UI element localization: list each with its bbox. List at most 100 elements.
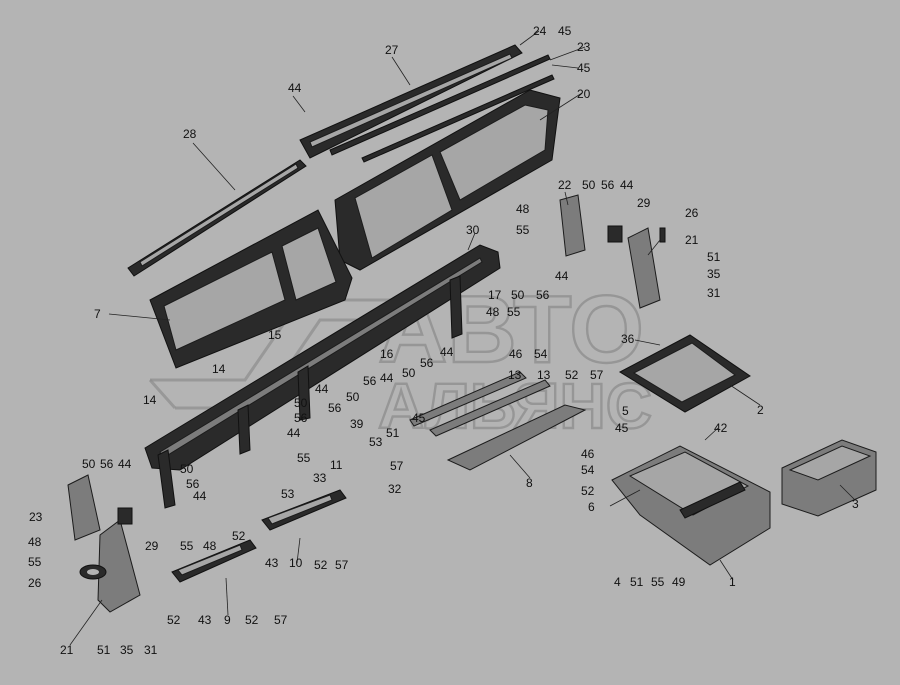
- callout-48: 50: [180, 462, 194, 476]
- callout-50: 51: [386, 426, 400, 440]
- part-27-clip-right: [659, 227, 666, 243]
- callout-39: 39: [350, 417, 364, 431]
- callout-46: 48: [28, 535, 42, 549]
- part-12-strip: [409, 371, 527, 427]
- part-30-block-right: [607, 225, 623, 243]
- part-13-strip: [429, 379, 551, 437]
- callout-51: 52: [245, 613, 259, 627]
- callout-56: 56: [186, 477, 200, 491]
- callout-6: 6: [588, 500, 595, 514]
- callout-31: 30: [466, 223, 480, 237]
- callout-45: 46: [509, 347, 523, 361]
- callout-5: 5: [622, 404, 629, 418]
- callout-49: 51: [97, 643, 111, 657]
- callout-55: 55: [516, 223, 530, 237]
- callout-42: 43: [265, 556, 279, 570]
- part-1-box: [611, 445, 771, 566]
- callout-40: 44: [315, 382, 329, 396]
- callout-33: 32: [388, 482, 402, 496]
- callout-7: 7: [94, 307, 101, 321]
- callout-46: 48: [486, 305, 500, 319]
- callout-54: 54: [581, 463, 595, 477]
- part-9-module: [171, 539, 257, 583]
- part-7-dash-frame: [149, 209, 353, 369]
- callout-8: 8: [526, 476, 533, 490]
- callout-14: 14: [212, 362, 226, 376]
- callout-56: 56: [420, 356, 434, 370]
- part-27-ring-hole: [87, 569, 99, 575]
- callout-57: 57: [274, 613, 288, 627]
- part-8-plate: [446, 404, 587, 471]
- callout-24: 23: [29, 510, 43, 524]
- callout-28: 27: [385, 43, 399, 57]
- callout-51: 52: [581, 484, 595, 498]
- callout-15: 15: [268, 328, 282, 342]
- callout-20: 20: [577, 87, 591, 101]
- callout-48: 50: [294, 396, 308, 410]
- callout-40: 44: [288, 81, 302, 95]
- callout-48: 50: [82, 457, 96, 471]
- callout-55: 55: [28, 555, 42, 569]
- part-2-tray: [618, 334, 751, 413]
- callout-40: 44: [620, 178, 634, 192]
- callout-25: 23: [577, 40, 591, 54]
- callout-56: 56: [363, 374, 377, 388]
- part-support-leg: [237, 404, 251, 455]
- part-22-bracket: [97, 519, 141, 613]
- callout-16: 16: [380, 347, 394, 361]
- callout-45: 46: [581, 447, 595, 461]
- callout-51: 52: [314, 558, 328, 572]
- callout-54: 54: [534, 347, 548, 361]
- callout-40: 44: [118, 457, 132, 471]
- callout-57: 57: [390, 459, 404, 473]
- callout-49: 51: [630, 575, 644, 589]
- callout-56: 56: [601, 178, 615, 192]
- callout-9: 9: [224, 613, 231, 627]
- callout-56: 56: [294, 411, 308, 425]
- part-23-bracket: [559, 194, 586, 257]
- part-29-trim-strip: [127, 159, 307, 277]
- callout-27: 26: [685, 206, 699, 220]
- callout-22: 21: [60, 643, 74, 657]
- callout-48: 50: [402, 366, 416, 380]
- callout-36: 35: [707, 267, 721, 281]
- callout-14: 14: [143, 393, 157, 407]
- callout-44: 45: [412, 411, 426, 425]
- callout-40: 44: [287, 426, 301, 440]
- part-30-block-left: [117, 507, 133, 525]
- callout-23: 22: [558, 178, 572, 192]
- part-3-box: [781, 439, 877, 517]
- callout-52: 53: [281, 487, 295, 501]
- part-21-bracket: [627, 227, 661, 309]
- callout-55: 55: [651, 575, 665, 589]
- callout-56: 56: [536, 288, 550, 302]
- callout-4: 4: [614, 575, 621, 589]
- callout-3: 3: [852, 497, 859, 511]
- callout-13: 13: [537, 368, 551, 382]
- part-10-module: [261, 489, 347, 531]
- callout-56: 56: [100, 457, 114, 471]
- callout-51: 52: [167, 613, 181, 627]
- part-25-strip: [329, 54, 551, 156]
- callout-36: 35: [120, 643, 134, 657]
- callout-55: 55: [507, 305, 521, 319]
- callout-46: 48: [516, 202, 530, 216]
- callout-21: 21: [685, 233, 699, 247]
- part-support-leg: [449, 275, 463, 339]
- callout-35: 33: [313, 471, 327, 485]
- part-28-trim-strip: [299, 44, 523, 159]
- part-support-leg: [157, 449, 176, 509]
- callout-57: 57: [335, 558, 349, 572]
- callout-1: 1: [729, 575, 736, 589]
- callout-29: 28: [183, 127, 197, 141]
- callout-56: 56: [328, 401, 342, 415]
- callout-40: 44: [555, 269, 569, 283]
- callout-40: 44: [380, 371, 394, 385]
- callout-55: 55: [297, 451, 311, 465]
- callout-30: 29: [145, 539, 159, 553]
- callout-12: 13: [508, 368, 522, 382]
- leader-lines: [69, 30, 856, 646]
- callout-32: 31: [144, 643, 158, 657]
- callout-44: 45: [615, 421, 629, 435]
